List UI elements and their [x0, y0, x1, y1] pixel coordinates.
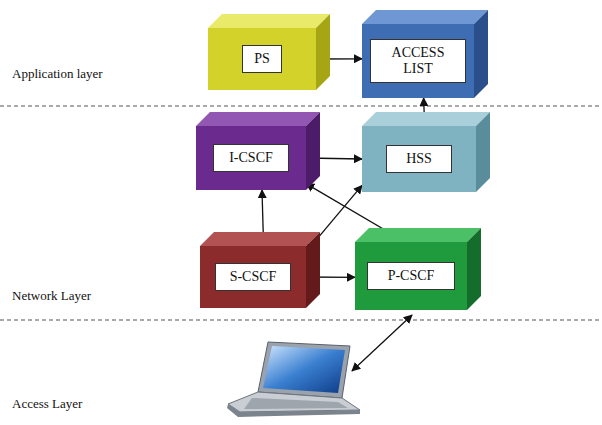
cube-box: PS	[208, 28, 316, 90]
node-text: PS	[251, 51, 273, 67]
cube-side	[474, 10, 488, 98]
cube-top	[208, 14, 330, 28]
layer-label: Application layer	[12, 66, 103, 82]
cube-box: S-CSCF	[200, 246, 306, 308]
layer-divider	[0, 319, 602, 320]
cube-side	[467, 228, 481, 310]
cube-side	[476, 112, 490, 192]
label-panel: I-CSCF	[213, 144, 289, 172]
node-text: S-CSCF	[224, 269, 282, 285]
label-panel: S-CSCF	[215, 263, 291, 291]
layer-label: Network Layer	[12, 288, 91, 304]
cube-top	[355, 228, 481, 242]
label-panel: PS	[242, 45, 282, 73]
layer-label: Access Layer	[12, 396, 82, 412]
cube-top	[362, 112, 490, 126]
label-panel: ACCESS LIST	[370, 39, 466, 83]
cube-side	[316, 14, 330, 90]
access-link	[352, 315, 412, 371]
label-panel: P-CSCF	[367, 262, 455, 290]
laptop-icon	[227, 342, 360, 417]
cube-box: I-CSCF	[196, 126, 306, 190]
node-text: I-CSCF	[222, 150, 280, 166]
node-text: ACCESS LIST	[379, 45, 457, 77]
cube-box: HSS	[362, 126, 476, 192]
node-text: HSS	[395, 151, 443, 167]
cube-box: ACCESS LIST	[362, 24, 474, 98]
layer-divider	[0, 105, 602, 106]
cube-side	[306, 112, 320, 190]
cube-top	[200, 232, 320, 246]
label-panel: HSS	[386, 145, 452, 173]
cube-top	[362, 10, 488, 24]
node-text: P-CSCF	[376, 268, 446, 284]
cube-top	[196, 112, 320, 126]
cube-side	[306, 232, 320, 308]
cube-box: P-CSCF	[355, 242, 467, 310]
